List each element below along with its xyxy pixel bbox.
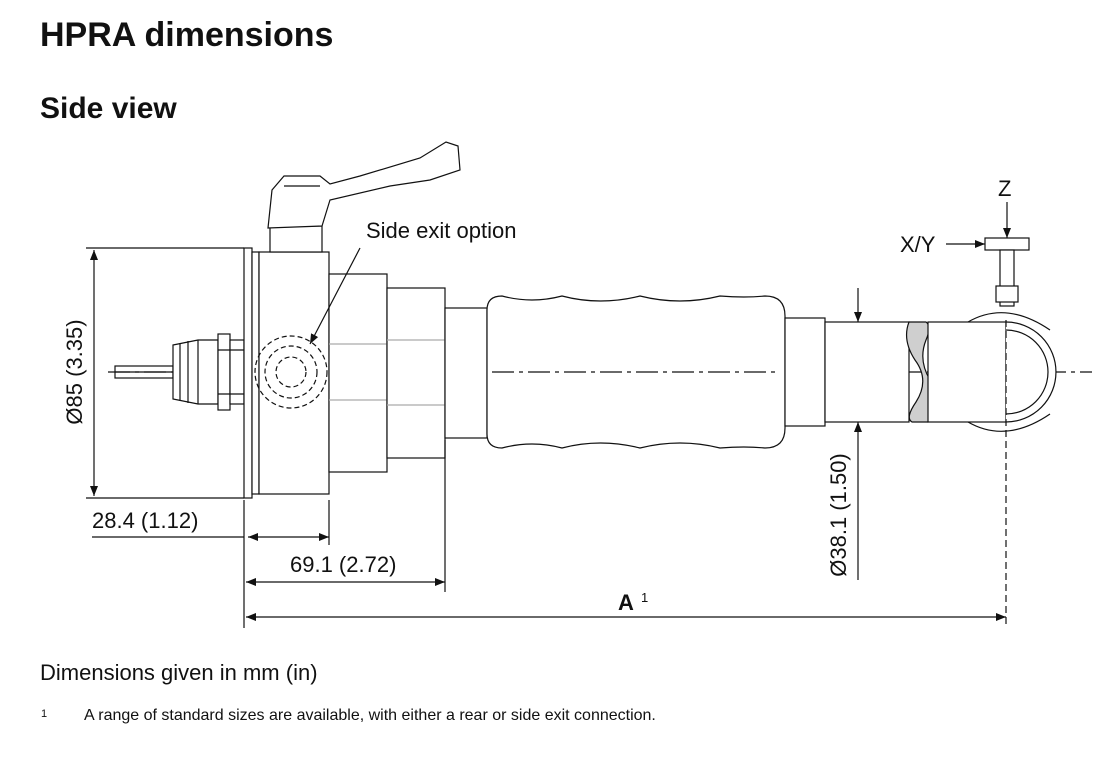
grip [486,295,786,449]
label-housing: 69.1 (2.72) [290,552,396,577]
label-overall: A [618,590,634,615]
flange [243,247,260,499]
callout-leader [309,247,361,345]
page-title: HPRA dimensions [40,16,334,54]
side-exit-outline [254,335,328,409]
footnote-marker: 1 [41,708,48,720]
housing [258,251,488,495]
tube [784,317,1007,427]
units-note: Dimensions given in mm (in) [40,660,318,685]
label-flange: 28.4 (1.12) [92,508,198,533]
cable-probe [114,365,174,379]
footnote-text: A range of standard sizes are available,… [84,707,656,724]
cable-gland [172,333,245,411]
label-overall-note: 1 [641,590,648,605]
label-side-exit: Side exit option [366,218,516,243]
label-xy: X/Y [900,232,936,257]
stylus-head [967,312,1057,432]
section-subtitle: Side view [40,92,177,125]
locking-lever [267,141,461,253]
label-tube-diameter: Ø38.1 (1.50) [826,453,851,577]
label-z: Z [998,176,1011,201]
stylus [984,237,1030,307]
label-body-diameter: Ø85 (3.35) [62,319,87,424]
